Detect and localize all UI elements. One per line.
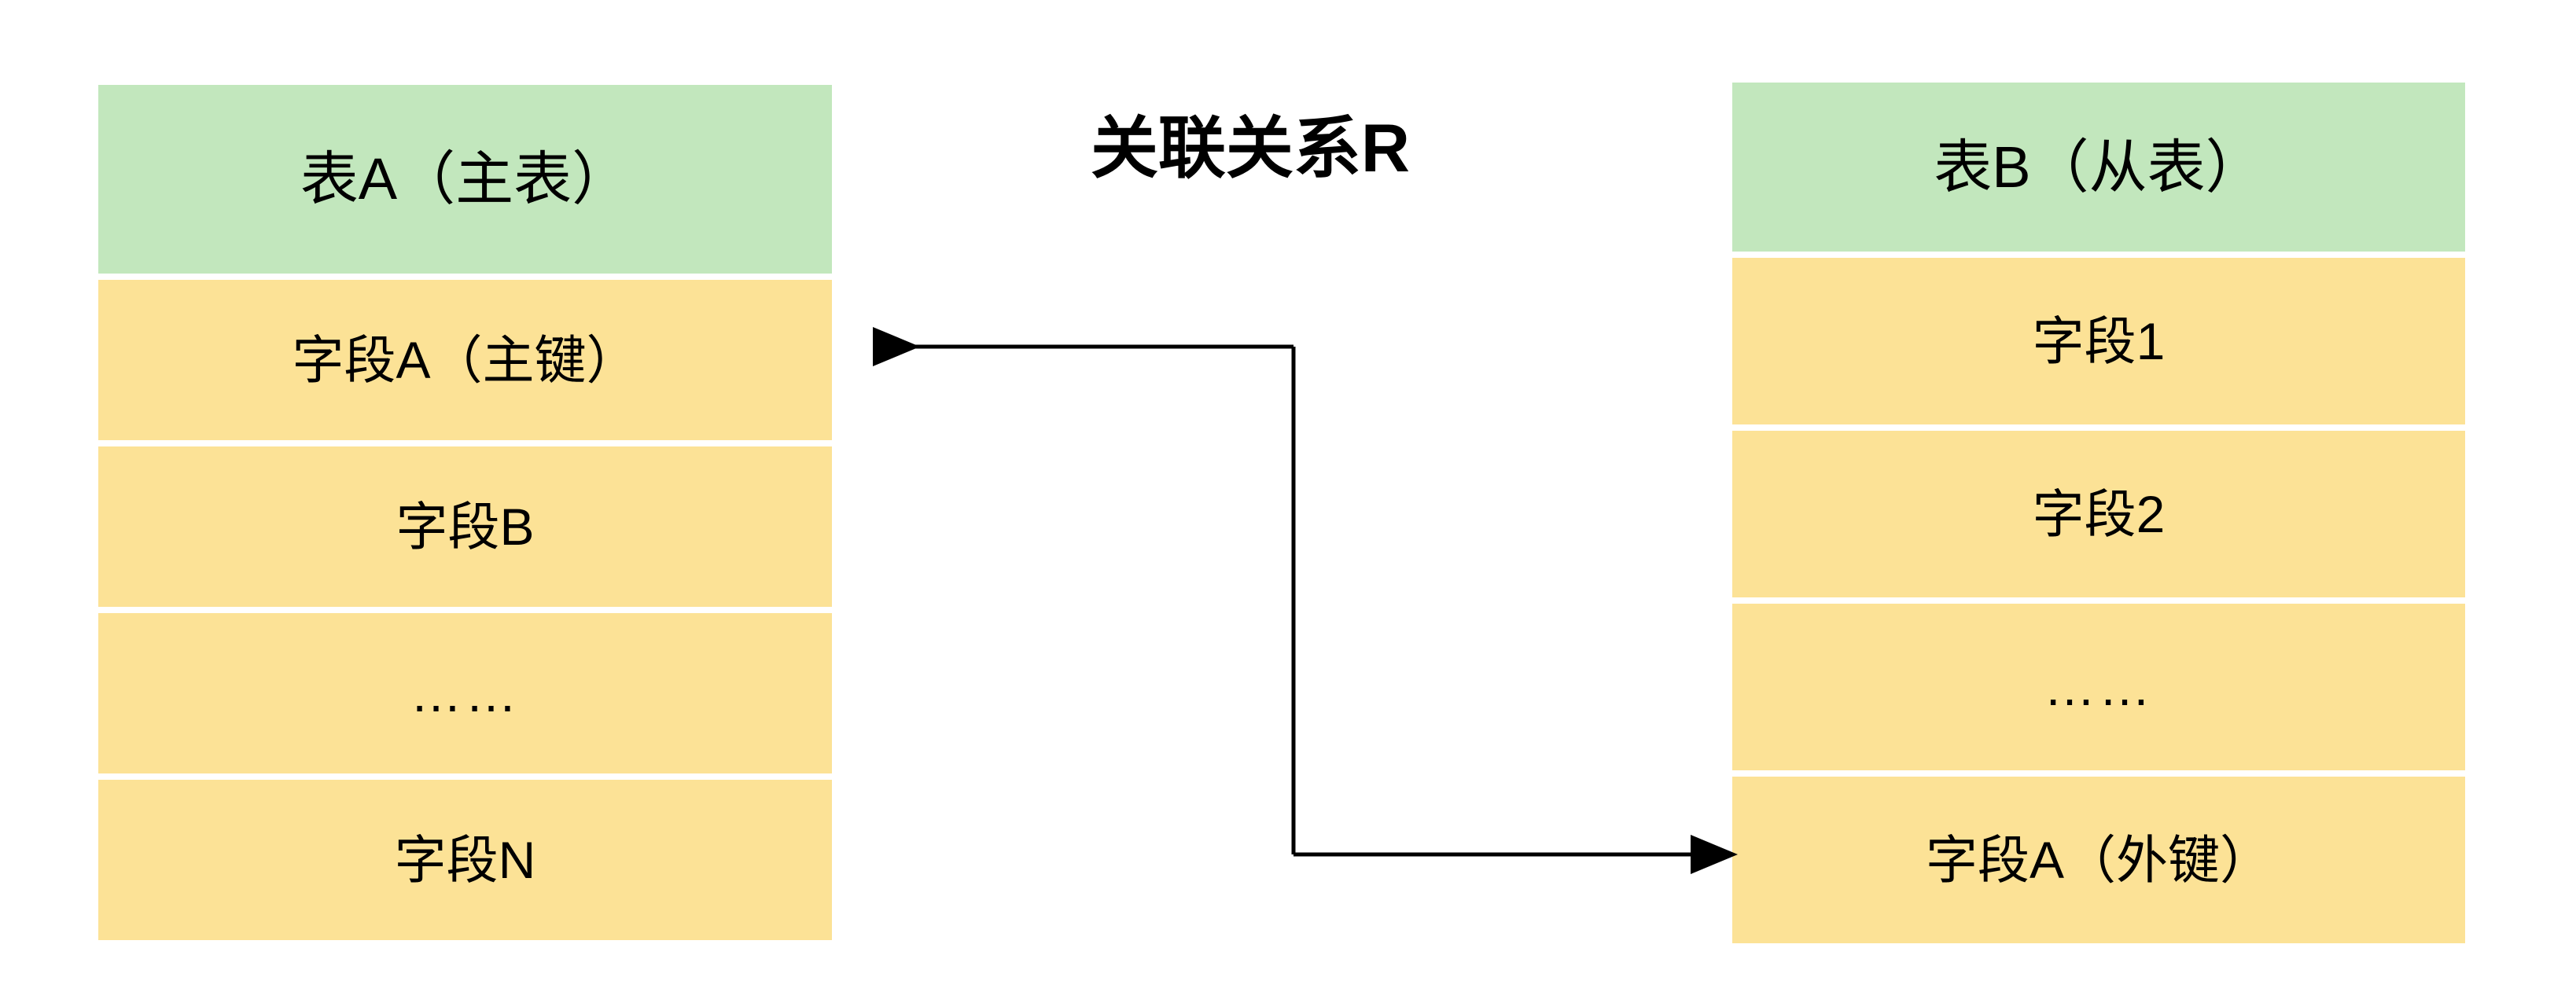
- table-a-header: 表A（主表）: [98, 85, 832, 274]
- table-b-row-field-2: 字段2: [1732, 431, 2465, 597]
- table-b: 表B（从表） 字段1 字段2 …… 字段A（外键）: [1732, 83, 2465, 943]
- table-b-row-field-a-foreign-key: 字段A（外键）: [1732, 777, 2465, 943]
- table-b-header: 表B（从表）: [1732, 83, 2465, 252]
- relation-title: 关联关系R: [1090, 111, 1411, 186]
- table-b-row-ellipsis: ……: [1732, 604, 2465, 770]
- table-a: 表A（主表） 字段A（主键） 字段B …… 字段N: [98, 85, 832, 940]
- table-a-row-field-n: 字段N: [98, 780, 832, 940]
- table-a-row-field-b: 字段B: [98, 446, 832, 607]
- table-a-row-field-a-primary-key: 字段A（主键）: [98, 280, 832, 440]
- table-b-row-field-1: 字段1: [1732, 258, 2465, 424]
- table-a-row-ellipsis: ……: [98, 613, 832, 773]
